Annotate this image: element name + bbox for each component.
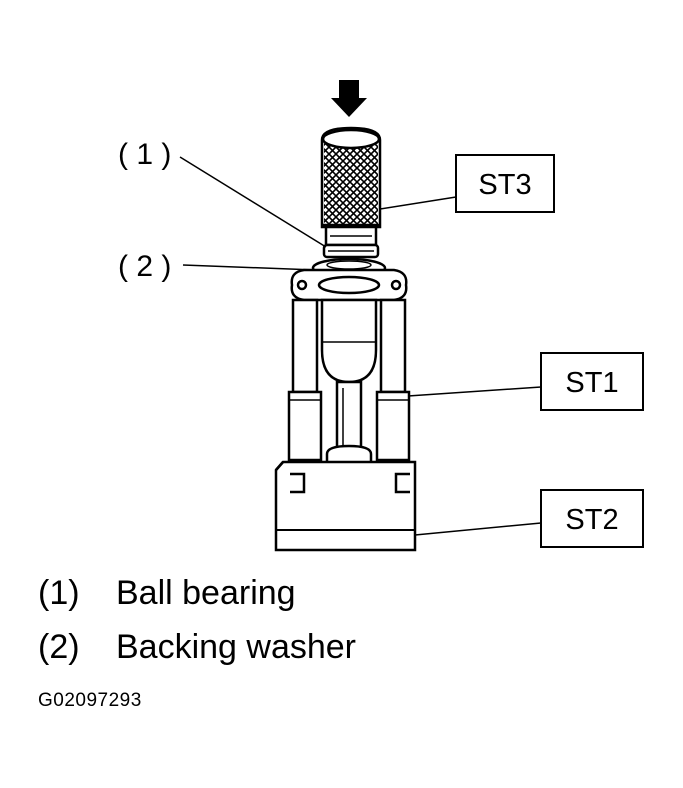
leader-lines [179,156,542,536]
st3-tool [320,126,382,247]
st2-label: ST2 [565,504,618,536]
st3-label-box: ST3 [455,154,555,213]
press-arrow-icon [331,80,367,117]
legend-number: (1) [38,574,80,612]
figure-code: G02097293 [38,690,142,711]
ball-bearing [322,243,380,259]
legend-number: (2) [38,628,80,666]
legend-text: Ball bearing [116,574,296,612]
callout-2-label: ( 2 ) [118,250,171,283]
legend-item-ball-bearing: (1) Ball bearing [38,573,296,613]
legend-text: Backing washer [116,628,357,666]
st1-label-box: ST1 [540,352,644,411]
st3-label: ST3 [478,169,531,201]
st2-label-box: ST2 [540,489,644,548]
legend-item-backing-washer: (2) Backing washer [38,627,356,667]
st1-label: ST1 [565,367,618,399]
st1-tool [287,268,411,510]
st2-tool [274,460,417,552]
callout-1-label: ( 1 ) [118,138,171,171]
